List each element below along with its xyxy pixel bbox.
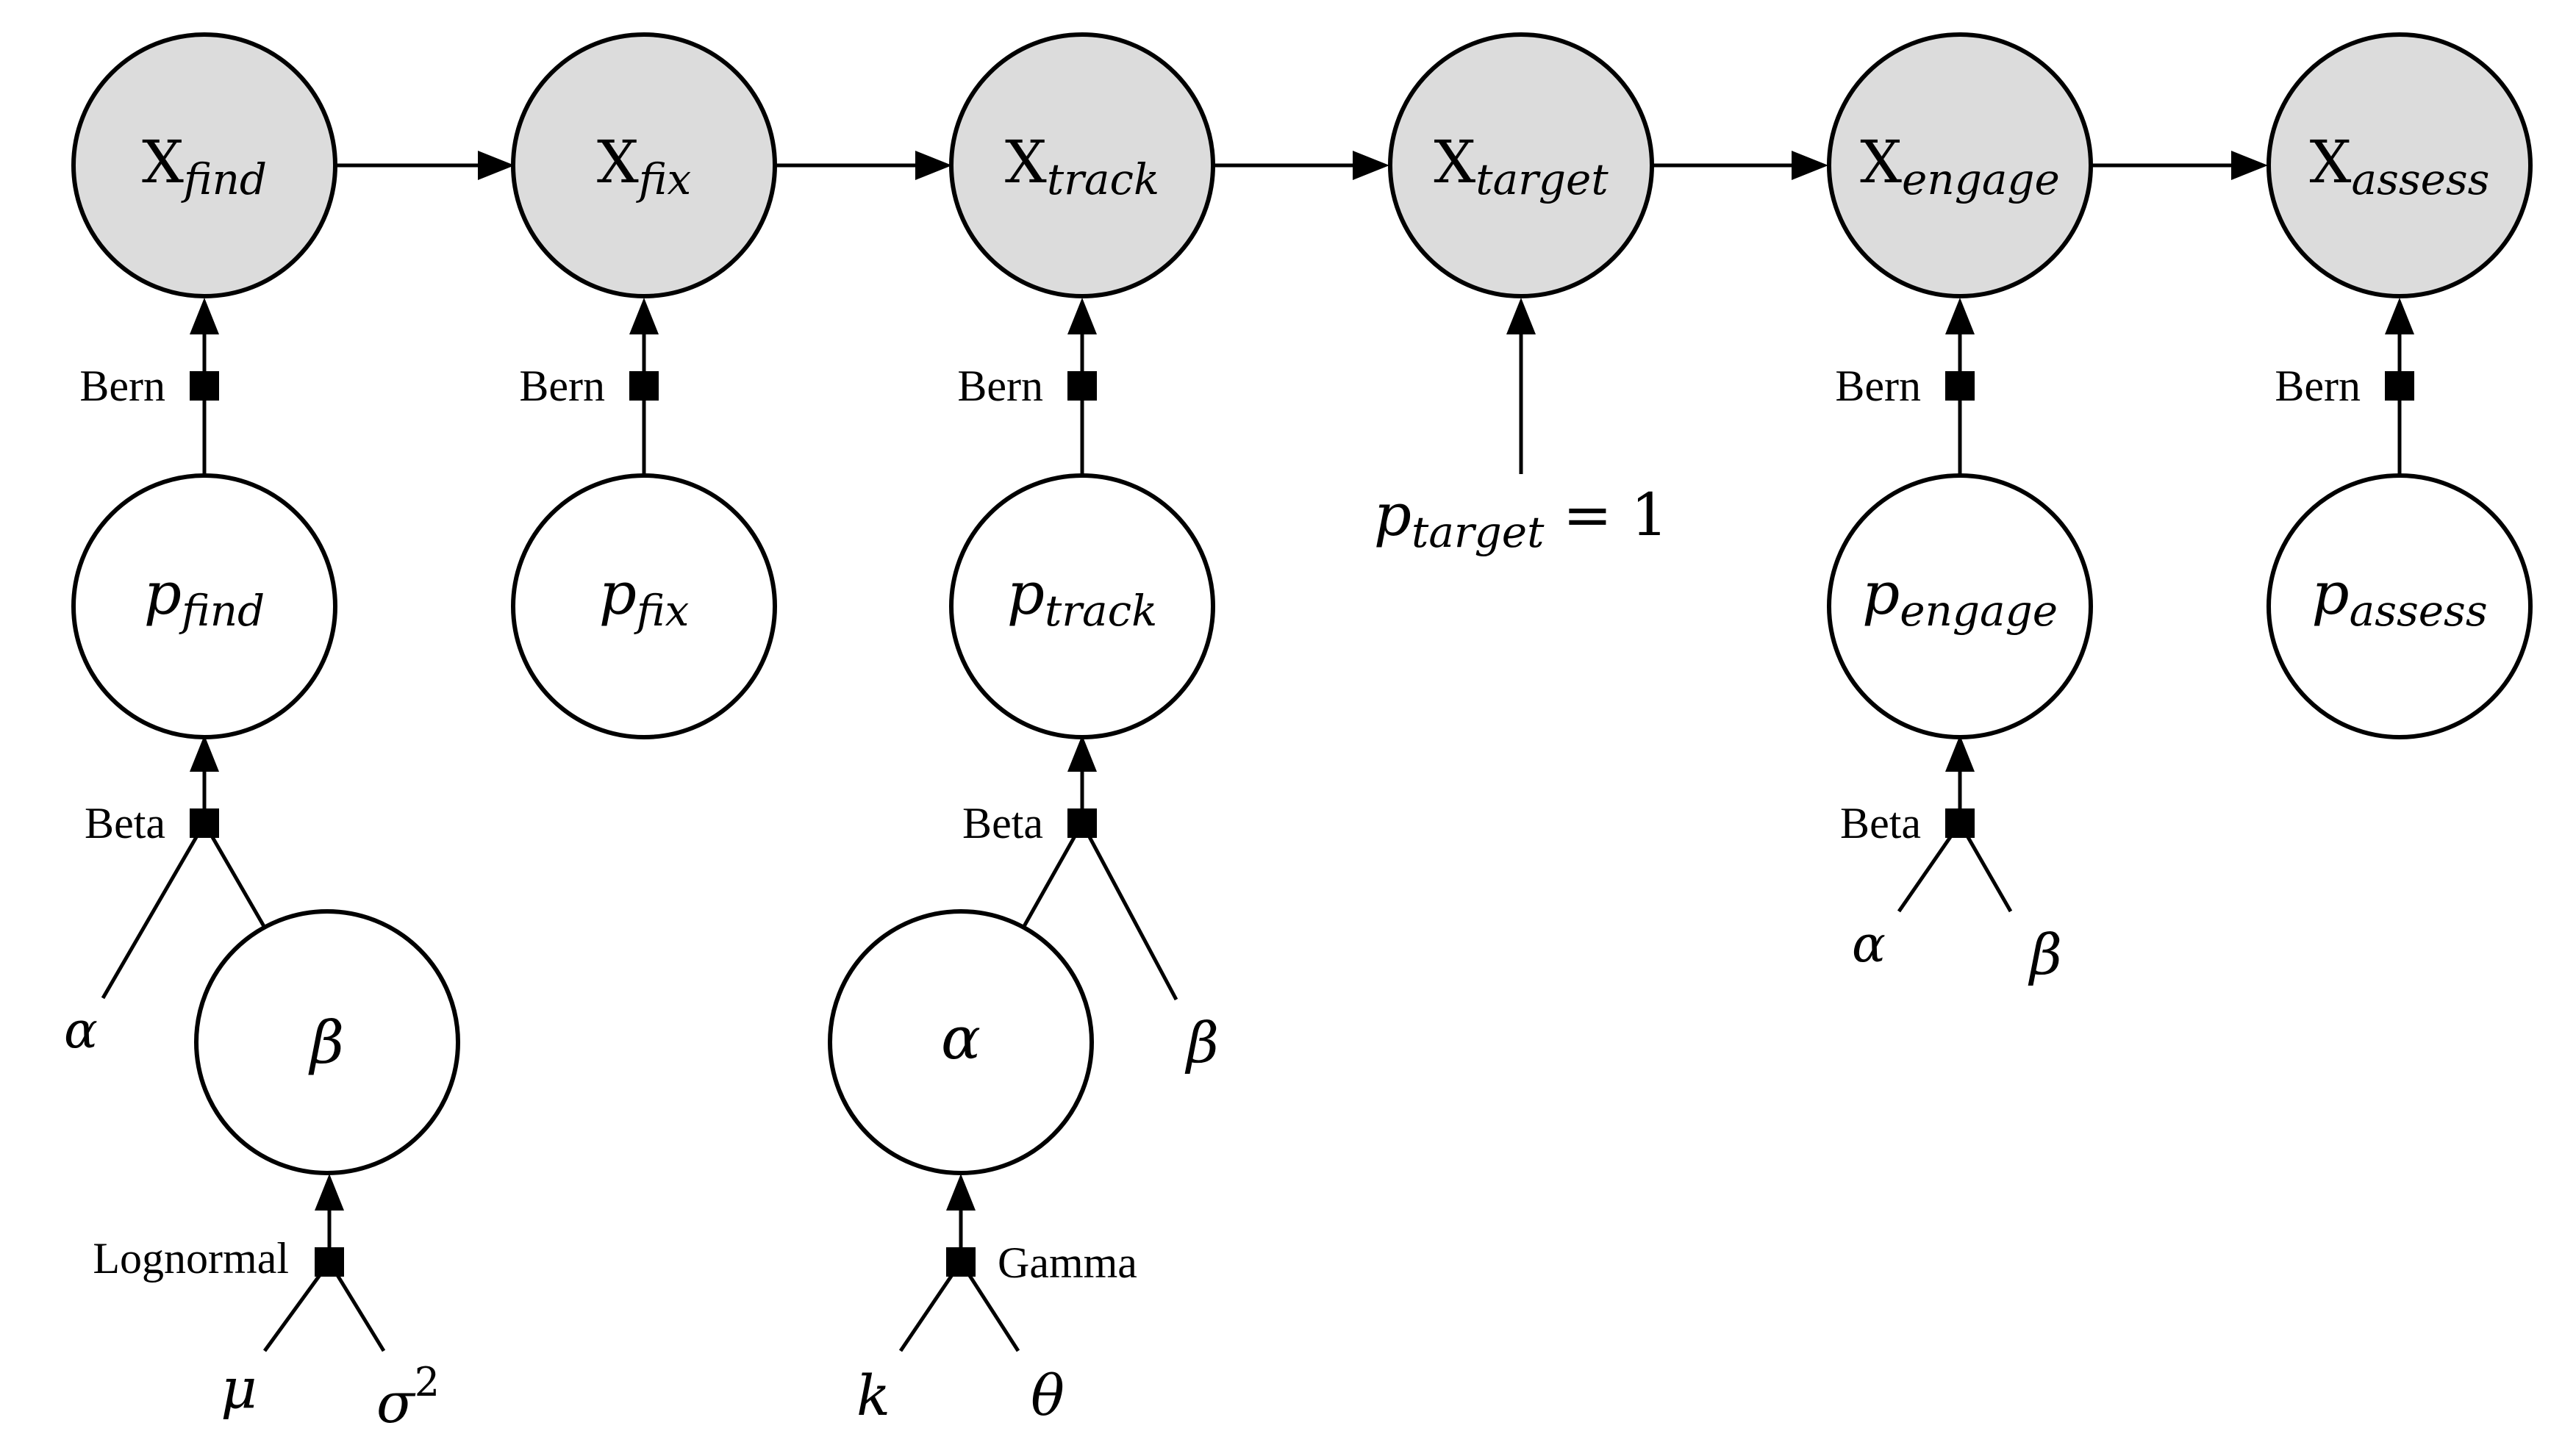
arrowhead (2385, 298, 2414, 334)
node-p-find: pfind (71, 473, 337, 739)
label-bern-track: Bern (957, 362, 1043, 410)
svg-text:Xassess: Xassess (2310, 128, 2490, 204)
svg-text:Xengage: Xengage (1860, 128, 2060, 204)
arrowhead (1067, 735, 1097, 772)
node-p-fix: pfix (511, 473, 777, 739)
node-x-assess: Xassess (2266, 32, 2533, 298)
arrowhead (915, 151, 952, 180)
node-p-engage: pengage (1827, 473, 2093, 739)
svg-text:Xfix: Xfix (597, 128, 691, 204)
arrowhead (315, 1174, 344, 1211)
latent-nodes: pfind pfix ptrack pengage passess (71, 473, 2533, 739)
arrowhead (1353, 151, 1389, 180)
arrowhead (190, 735, 219, 772)
arrowhead (190, 298, 219, 334)
parameter-labels: α β α β μ σ2 k θ (64, 916, 2062, 1435)
param-sigma-squared: σ2 (376, 1359, 440, 1435)
node-x-track: Xtrack (949, 32, 1215, 298)
node-alpha-track: α (828, 909, 1094, 1175)
svg-text:β: β (308, 1008, 344, 1077)
arrowhead (1945, 735, 1975, 772)
beta-edges (101, 735, 2013, 1001)
label-gamma: Gamma (998, 1238, 1137, 1287)
node-x-find: Xfind (71, 32, 337, 298)
bern-factor-find (190, 371, 219, 401)
svg-text:pfix: pfix (599, 559, 690, 636)
node-beta-find: β (194, 909, 460, 1175)
bern-factor-engage (1945, 371, 1975, 401)
label-bern-find: Bern (79, 362, 165, 410)
svg-text:Xtrack: Xtrack (1005, 128, 1159, 204)
param-theta: θ (1031, 1363, 1065, 1428)
arrowhead (1792, 151, 1828, 180)
node-p-track: ptrack (949, 473, 1215, 739)
observed-nodes: Xfind Xfix Xtrack Xtarget Xengage (71, 32, 2533, 298)
bern-edges (190, 298, 2414, 476)
svg-text:pfind: pfind (144, 559, 265, 636)
svg-text:α: α (941, 1004, 981, 1072)
arrowhead (1506, 298, 1536, 334)
param-alpha-find: α (64, 1002, 98, 1060)
arrowhead (1945, 298, 1975, 334)
arrowhead (1067, 298, 1097, 334)
arrowhead (946, 1174, 976, 1211)
chain-edges (335, 151, 2268, 180)
label-beta-find: Beta (85, 799, 165, 847)
arrowhead (478, 151, 515, 180)
bern-factor-track (1067, 371, 1097, 401)
node-x-target: Xtarget (1388, 32, 1654, 298)
label-bern-engage: Bern (1835, 362, 1921, 410)
bern-factor-fix (629, 371, 659, 401)
label-beta-engage: Beta (1840, 799, 1921, 847)
label-bern-assess: Bern (2275, 362, 2361, 410)
label-lognormal: Lognormal (93, 1234, 289, 1283)
node-x-engage: Xengage (1827, 32, 2093, 298)
svg-text:pengage: pengage (1862, 559, 2058, 636)
param-alpha-engage: α (1852, 916, 1886, 974)
arrowhead (2231, 151, 2268, 180)
param-mu: μ (221, 1355, 257, 1421)
factor-labels: Bern Bern Bern Bern Bern Beta Beta Beta … (79, 362, 2361, 1287)
node-x-fix: Xfix (511, 32, 777, 298)
svg-text:ptrack: ptrack (1007, 559, 1157, 636)
svg-text:passess: passess (2311, 559, 2487, 636)
p-target-equals-one: ptarget = 1 (1374, 481, 1668, 557)
svg-text:Xfind: Xfind (142, 128, 267, 204)
arrowhead (629, 298, 659, 334)
label-bern-fix: Bern (519, 362, 605, 410)
label-beta-track: Beta (962, 799, 1043, 847)
node-p-assess: passess (2266, 473, 2533, 739)
hyperprior-edges (262, 1174, 1020, 1352)
bern-factor-assess (2385, 371, 2414, 401)
param-beta-track: β (1184, 1010, 1219, 1075)
param-k: k (856, 1363, 890, 1428)
svg-text:Xtarget: Xtarget (1434, 128, 1609, 204)
param-beta-engage: β (2028, 922, 2062, 987)
